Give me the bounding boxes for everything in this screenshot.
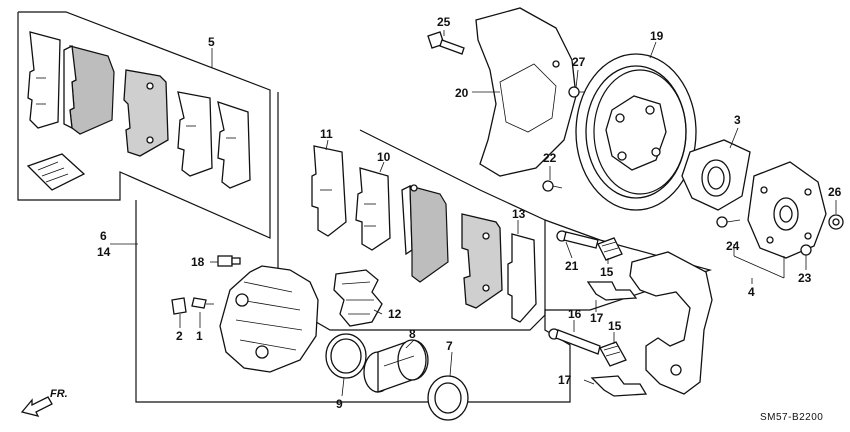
callout-3: 3 bbox=[734, 113, 741, 127]
pin-bolt-21 bbox=[556, 230, 599, 249]
spindle-nut-26 bbox=[828, 214, 844, 230]
pad-inner-5 bbox=[123, 69, 169, 157]
callout-17b: 17 bbox=[558, 373, 572, 387]
callout-21: 21 bbox=[565, 259, 579, 273]
shim-10 bbox=[355, 167, 391, 251]
front-direction-arrow: FR. bbox=[20, 388, 68, 417]
callout-26: 26 bbox=[828, 185, 842, 199]
bolt-25 bbox=[427, 31, 465, 55]
diagram-code: SM57-B2200 bbox=[760, 412, 823, 423]
pin-bolt-16 bbox=[548, 328, 601, 355]
screw-27 bbox=[568, 86, 586, 98]
pin-boot-15a bbox=[597, 237, 623, 261]
callout-15a: 15 bbox=[600, 265, 614, 279]
pad-inner-14 bbox=[461, 213, 503, 309]
callout-11: 11 bbox=[320, 127, 333, 141]
pad-retainer-12 bbox=[333, 269, 383, 327]
callout-labels: 5 25 20 27 19 3 22 11 10 13 6 14 18 2 1 … bbox=[97, 15, 842, 411]
callout-15b: 15 bbox=[608, 319, 622, 333]
wheel-stud-23 bbox=[800, 244, 812, 262]
bleeder-cap-2 bbox=[171, 297, 187, 315]
callout-20: 20 bbox=[455, 86, 469, 100]
callout-19: 19 bbox=[650, 29, 664, 43]
callout-7: 7 bbox=[446, 339, 453, 353]
caliper-bracket bbox=[629, 251, 713, 395]
brake-disc-19 bbox=[575, 53, 697, 211]
callout-17a: 17 bbox=[590, 311, 604, 325]
shim-mid-5 bbox=[177, 91, 213, 177]
shim-13 bbox=[507, 233, 537, 323]
caliper-body bbox=[219, 265, 319, 373]
pad-outer-14 bbox=[401, 184, 449, 283]
pad-clip-17b bbox=[590, 375, 648, 397]
hub-bolt-24 bbox=[716, 216, 741, 228]
callout-9: 9 bbox=[336, 397, 343, 411]
callout-10: 10 bbox=[377, 150, 391, 164]
callout-4: 4 bbox=[748, 285, 755, 299]
callout-25: 25 bbox=[437, 15, 451, 29]
callout-22: 22 bbox=[543, 151, 557, 165]
shim-outer-5 bbox=[27, 31, 61, 129]
callout-16: 16 bbox=[568, 307, 582, 321]
callout-1: 1 bbox=[196, 329, 203, 343]
callout-18: 18 bbox=[191, 255, 205, 269]
callout-8: 8 bbox=[409, 327, 416, 341]
leader-lines bbox=[110, 30, 837, 397]
callout-6: 6 bbox=[100, 229, 107, 243]
callout-13: 13 bbox=[512, 207, 526, 221]
grease-packet bbox=[26, 153, 86, 191]
piston-8 bbox=[363, 339, 429, 393]
pad-outer-5 bbox=[63, 45, 115, 135]
splash-guard-20 bbox=[475, 7, 577, 177]
callout-24: 24 bbox=[726, 239, 740, 253]
callout-14: 14 bbox=[97, 245, 111, 259]
dust-boot-7 bbox=[427, 375, 469, 421]
bleeder-screw-18 bbox=[217, 255, 241, 267]
group-outline-pad-set-5 bbox=[17, 11, 271, 239]
bleeder-screw-1 bbox=[191, 297, 214, 309]
wheel-bearing-3 bbox=[681, 139, 751, 211]
wheel-hub-4 bbox=[747, 161, 827, 259]
screw-22 bbox=[542, 180, 563, 192]
direction-label: FR. bbox=[50, 388, 68, 400]
piston-seal-9 bbox=[325, 333, 367, 379]
shim-11 bbox=[311, 145, 347, 237]
shim-inner-5 bbox=[217, 101, 251, 189]
callout-27: 27 bbox=[572, 55, 586, 69]
pad-clip-17a bbox=[586, 281, 638, 301]
pin-boot-15b bbox=[599, 341, 627, 367]
callout-23: 23 bbox=[798, 271, 812, 285]
callout-2: 2 bbox=[176, 329, 183, 343]
callout-5: 5 bbox=[208, 35, 215, 49]
callout-12: 12 bbox=[388, 307, 402, 321]
